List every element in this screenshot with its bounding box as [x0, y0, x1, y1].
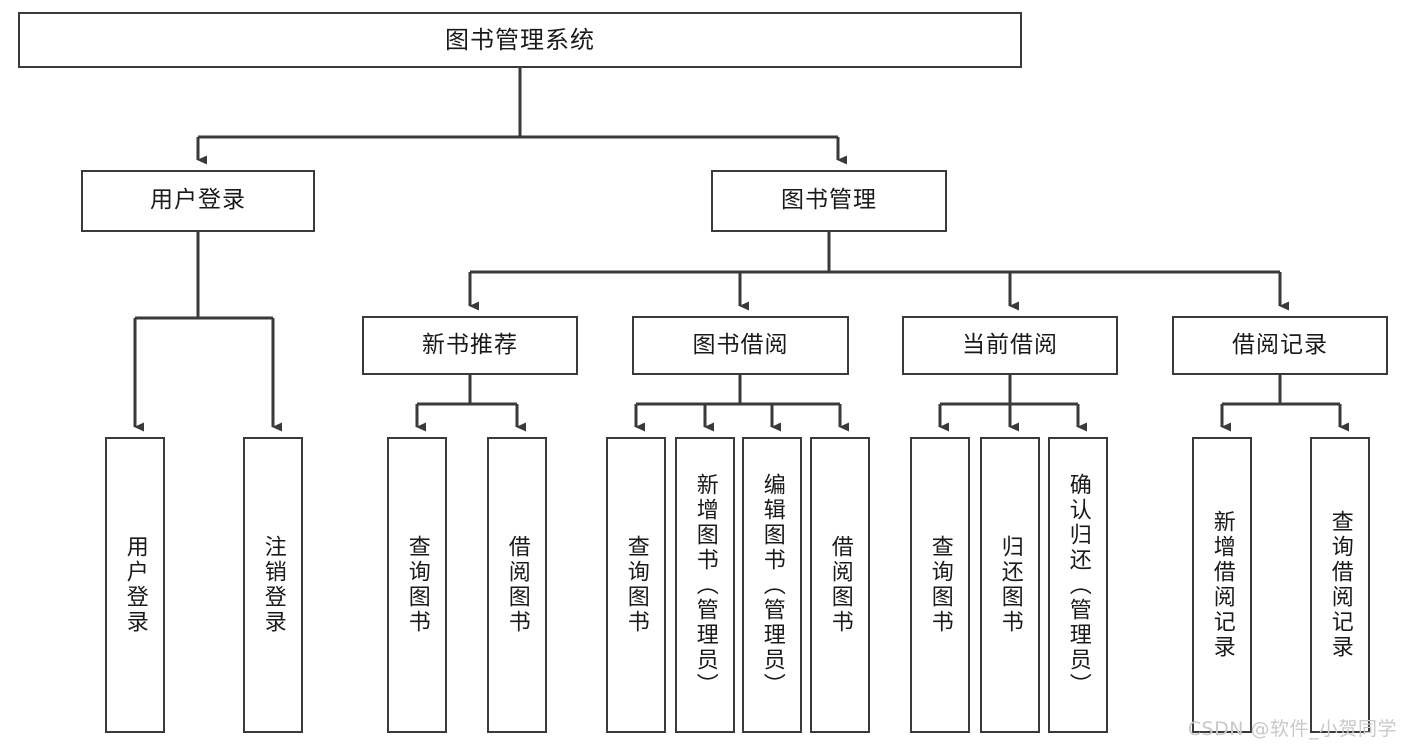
- node-root-system[interactable]: 图书管理系统: [18, 12, 1022, 68]
- node-label: 新书推荐: [422, 331, 518, 358]
- leaf-borrow-book-2[interactable]: 借阅图书: [810, 437, 870, 733]
- node-label: 查询借阅记录: [1327, 510, 1353, 660]
- node-label: 借阅图书: [504, 535, 530, 635]
- leaf-query-book-1[interactable]: 查询图书: [387, 437, 447, 733]
- node-label: 新增图书（管理员）: [692, 472, 718, 698]
- node-label: 查询图书: [404, 535, 430, 635]
- node-label: 确认归还（管理员）: [1065, 472, 1091, 698]
- node-label: 图书管理: [781, 187, 877, 214]
- node-label: 用户登录: [122, 535, 148, 635]
- node-label: 查询图书: [623, 535, 649, 635]
- node-label: 图书借阅: [692, 331, 789, 358]
- node-label: 借阅图书: [827, 535, 853, 635]
- leaf-query-record[interactable]: 查询借阅记录: [1310, 437, 1370, 733]
- node-label: 当前借阅: [962, 331, 1058, 358]
- leaf-edit-book[interactable]: 编辑图书（管理员）: [742, 437, 802, 733]
- leaf-user-login[interactable]: 用户登录: [105, 437, 165, 733]
- node-label: 编辑图书（管理员）: [759, 472, 785, 698]
- leaf-add-record[interactable]: 新增借阅记录: [1192, 437, 1252, 733]
- node-label: 图书管理系统: [445, 25, 595, 54]
- node-label: 用户登录: [150, 187, 246, 214]
- leaf-logout-login[interactable]: 注销登录: [243, 437, 303, 733]
- leaf-borrow-book-1[interactable]: 借阅图书: [487, 437, 547, 733]
- leaf-add-book[interactable]: 新增图书（管理员）: [675, 437, 735, 733]
- leaf-confirm-return[interactable]: 确认归还（管理员）: [1048, 437, 1108, 733]
- leaf-return-book[interactable]: 归还图书: [980, 437, 1040, 733]
- node-borrow-record[interactable]: 借阅记录: [1172, 316, 1388, 375]
- node-user-login[interactable]: 用户登录: [81, 170, 315, 232]
- node-new-book-recommend[interactable]: 新书推荐: [362, 316, 578, 375]
- leaf-query-book-2[interactable]: 查询图书: [606, 437, 666, 733]
- node-label: 新增借阅记录: [1209, 510, 1235, 660]
- node-book-borrow[interactable]: 图书借阅: [632, 316, 849, 375]
- node-label: 借阅记录: [1232, 331, 1328, 358]
- csdn-watermark: CSDN @软件_小贺同学: [1187, 718, 1397, 740]
- node-label: 注销登录: [260, 535, 286, 635]
- leaf-query-book-3[interactable]: 查询图书: [910, 437, 970, 733]
- node-label: 查询图书: [927, 535, 953, 635]
- node-book-management[interactable]: 图书管理: [711, 170, 947, 232]
- node-current-borrow[interactable]: 当前借阅: [902, 316, 1118, 375]
- node-label: 归还图书: [997, 535, 1023, 635]
